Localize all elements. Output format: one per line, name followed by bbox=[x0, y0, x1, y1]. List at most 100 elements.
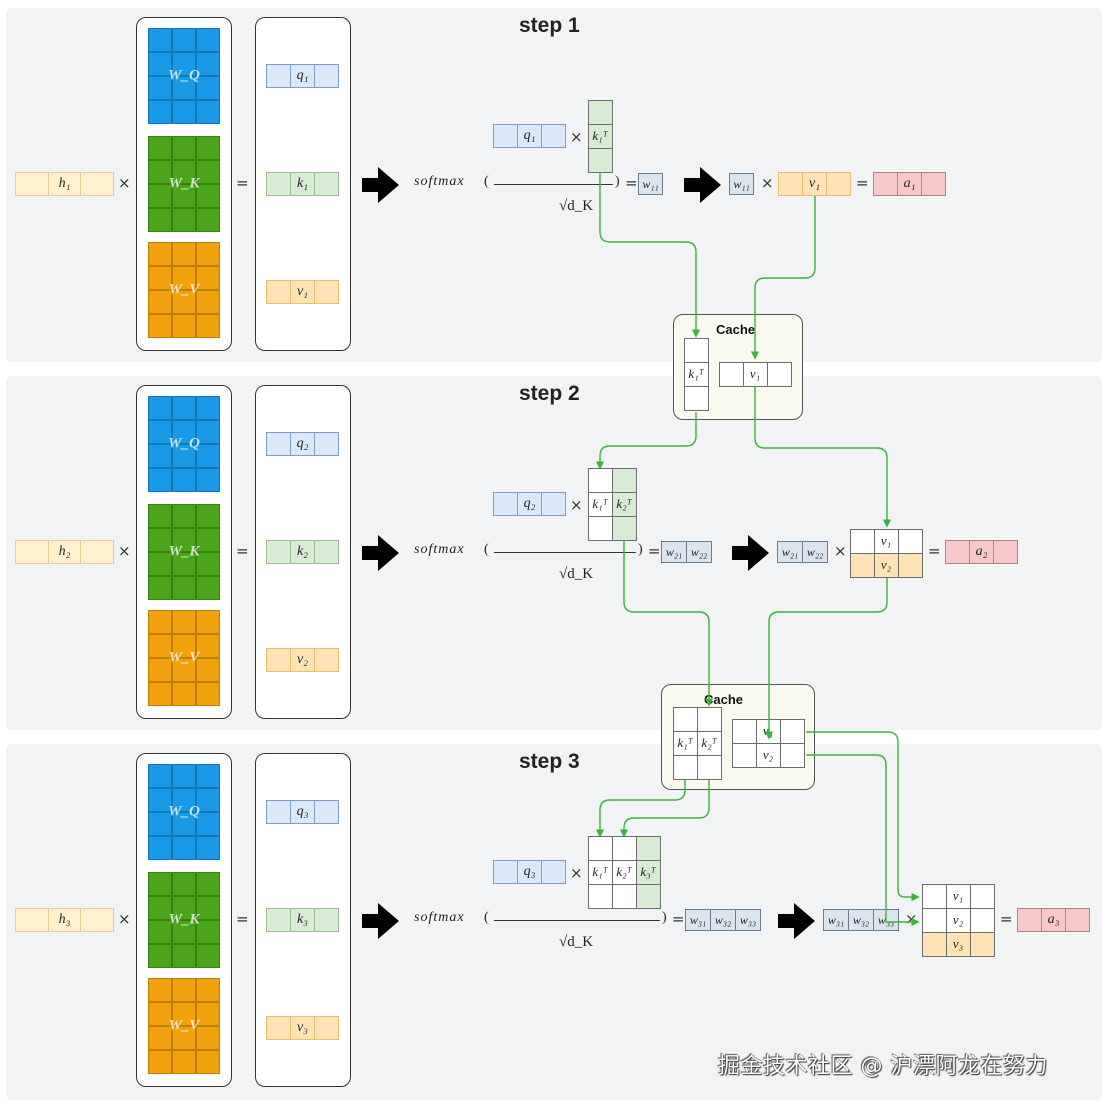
hidden-vector-h2-cell bbox=[80, 540, 115, 564]
matrix-cell bbox=[196, 944, 220, 968]
matrix-cell bbox=[172, 28, 196, 52]
matrix-cell bbox=[779, 742, 805, 768]
hidden-vector-h2-cell bbox=[15, 540, 49, 564]
matrix-cell bbox=[172, 396, 196, 420]
matrix-cell bbox=[683, 385, 709, 411]
matrix-cell bbox=[172, 468, 196, 492]
matrix-cell bbox=[172, 610, 196, 634]
value-vector-v3: v₃ bbox=[266, 1016, 339, 1040]
matrix-cell bbox=[148, 576, 172, 600]
matrix-cell bbox=[148, 552, 172, 576]
query-vector-q2-cell: q₂ bbox=[290, 432, 315, 456]
hidden-vector-h3-cell: h₃ bbox=[47, 908, 82, 932]
matrix-cell bbox=[148, 788, 172, 812]
key-vector-k3-cell bbox=[314, 908, 339, 932]
close-paren: ) bbox=[662, 910, 668, 925]
weight-label: W_V bbox=[168, 281, 200, 298]
cache-title: Cache bbox=[704, 692, 744, 707]
matrix-cell bbox=[196, 1050, 220, 1074]
softmax-label: softmax bbox=[414, 542, 465, 557]
matrix-cell bbox=[172, 528, 196, 552]
key-vector-k2: k₂ bbox=[266, 540, 339, 564]
matrix-cell bbox=[196, 1026, 220, 1050]
matrix-cell bbox=[148, 920, 172, 944]
matrix-cell bbox=[172, 872, 196, 896]
matrix-cell bbox=[672, 754, 698, 780]
weight-label: W_Q bbox=[168, 67, 200, 84]
matrix-cell: v₁ bbox=[873, 528, 899, 554]
matrix-cell bbox=[196, 978, 220, 1002]
value-vector-v3-cell: v₃ bbox=[290, 1016, 315, 1040]
open-paren: ( bbox=[484, 542, 490, 557]
big-arrow-icon bbox=[362, 902, 400, 945]
cached-values: v₁ bbox=[718, 361, 792, 387]
matrix-cell bbox=[172, 920, 196, 944]
matrix-cell bbox=[172, 658, 196, 682]
wk-matrix: W_K bbox=[148, 136, 220, 232]
matrix-cell bbox=[196, 896, 220, 920]
numerator-query-q2: q₂ bbox=[493, 492, 566, 516]
matrix-cell bbox=[172, 634, 196, 658]
matrix-cell bbox=[148, 658, 172, 682]
matrix-cell bbox=[148, 978, 172, 1002]
matrix-cell bbox=[897, 552, 923, 578]
query-vector-q2-cell bbox=[266, 432, 291, 456]
matrix-cell bbox=[196, 836, 220, 860]
wq-matrix: W_Q bbox=[148, 764, 220, 860]
wk-matrix: W_K bbox=[148, 504, 220, 600]
query-vector-q1-cell: q₁ bbox=[290, 64, 315, 88]
output-vector-a2-cell bbox=[993, 540, 1018, 564]
matrix-cell: k₁ᵀ bbox=[587, 859, 613, 885]
equals-sign: = bbox=[648, 542, 661, 560]
matrix-cell: k₂ᵀ bbox=[611, 859, 637, 885]
output-vector-a3-cell: a₃ bbox=[1041, 908, 1066, 932]
matrix-cell bbox=[849, 528, 875, 554]
matrix-cell bbox=[148, 528, 172, 552]
value-vector-v2-cell bbox=[314, 648, 339, 672]
times-sign: × bbox=[761, 174, 774, 192]
weight-label: W_K bbox=[168, 911, 200, 928]
matrix-cell bbox=[172, 576, 196, 600]
hidden-vector-h3-cell bbox=[15, 908, 49, 932]
matrix-cell bbox=[172, 1002, 196, 1026]
numerator-query-q1-cell bbox=[541, 124, 566, 148]
matrix-cell bbox=[731, 718, 757, 744]
matrix-cell bbox=[172, 978, 196, 1002]
matrix-cell bbox=[696, 754, 722, 780]
matrix-cell: v₁ bbox=[755, 718, 781, 744]
fraction-line bbox=[494, 184, 613, 186]
matrix-cell bbox=[148, 444, 172, 468]
times-sign: × bbox=[570, 864, 583, 882]
matrix-cell bbox=[196, 396, 220, 420]
weight-label: W_V bbox=[168, 1017, 200, 1034]
matrix-cell bbox=[921, 907, 947, 933]
matrix-cell bbox=[635, 883, 661, 909]
score-cell: w₂₁ bbox=[777, 541, 803, 563]
wq-matrix: W_Q bbox=[148, 28, 220, 124]
matrix-cell bbox=[969, 883, 995, 909]
matrix-cell bbox=[172, 552, 196, 576]
matrix-cell bbox=[172, 420, 196, 444]
matrix-cell bbox=[196, 468, 220, 492]
matrix-cell bbox=[587, 99, 613, 125]
score-cell: w₁₁ bbox=[638, 173, 663, 195]
matrix-cell bbox=[172, 444, 196, 468]
key-vector-k1: k₁ bbox=[266, 172, 339, 196]
matrix-cell bbox=[196, 444, 220, 468]
step-1-title: step 1 bbox=[519, 14, 580, 37]
matrix-cell bbox=[148, 136, 172, 160]
matrix-cell bbox=[148, 100, 172, 124]
matrix-cell bbox=[196, 658, 220, 682]
matrix-cell bbox=[779, 718, 805, 744]
matrix-cell bbox=[611, 515, 637, 541]
matrix-cell bbox=[172, 160, 196, 184]
matrix-cell bbox=[897, 528, 923, 554]
matrix-cell bbox=[196, 764, 220, 788]
matrix-cell bbox=[196, 872, 220, 896]
key-vector-k2-cell bbox=[266, 540, 291, 564]
matrix-cell bbox=[196, 610, 220, 634]
matrix-cell bbox=[148, 634, 172, 658]
output-vector-a1: a₁ bbox=[873, 172, 946, 196]
weight-label: W_V bbox=[168, 649, 200, 666]
